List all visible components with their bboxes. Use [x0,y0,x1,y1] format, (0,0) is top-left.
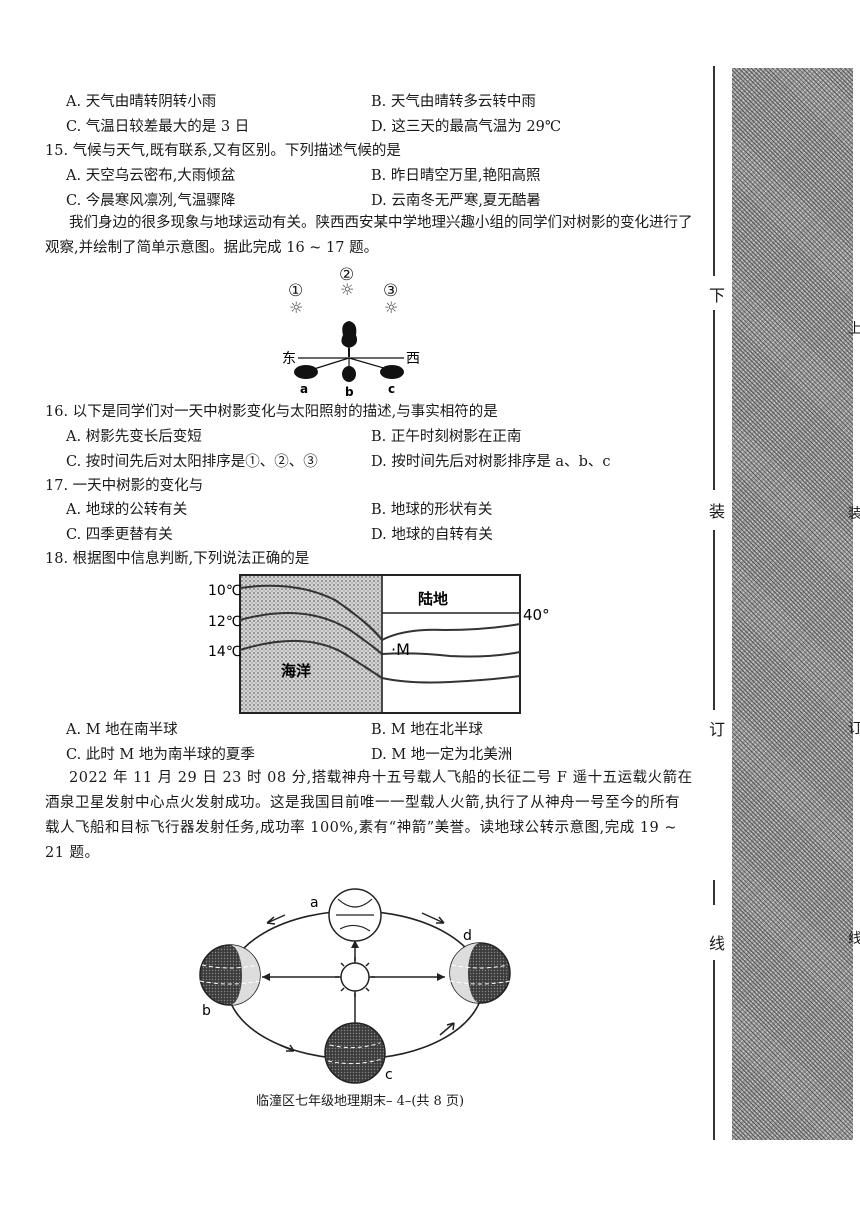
q17-option-b: B. 地球的形状有关 [371,502,493,518]
land-label: 陆地 [418,590,448,608]
sun-1-icon: ☼ [289,298,304,317]
shadow-c-label: c [388,382,395,396]
q18-option-b: B. M 地在北半球 [371,722,483,738]
q17-option-c: C. 四季更替有关 [66,527,173,543]
sun-1-label: ① [288,281,304,301]
page-footer: 临潼区七年级地理期末– 4–(共 8 页) [255,1094,465,1109]
scanned-binding-strip [732,68,853,1140]
temp-12-label: 12℃ [208,614,242,630]
position-b-label: b [202,1003,211,1019]
q14-option-b: B. 天气由晴转多云转中雨 [371,94,536,110]
binding-char-zhuang: 装 [709,502,726,521]
binding-line [713,66,715,276]
isotherm-14 [239,639,383,679]
q15-option-d: D. 云南冬无严寒,夏无酷暑 [371,193,541,209]
q16-option-d: D. 按时间先后对树影排序是 a、b、c [371,454,611,470]
binding-line [713,310,715,490]
shadow-b [342,366,356,382]
sun-2-label: ② [339,265,355,285]
edge-char-2: 装 [848,506,860,522]
point-m-label: ·M [391,640,410,659]
position-a-label: a [310,895,319,911]
q18-option-c: C. 此时 M 地为南半球的夏季 [66,747,255,763]
q14-option-d: D. 这三天的最高气温为 29℃ [371,119,562,135]
binding-char-xia: 下 [709,286,726,305]
orbit-arrow-icon [279,1044,295,1052]
q17-stem: 17. 一天中树影的变化与 [45,478,204,494]
edge-char-3: 订 [848,721,860,737]
latitude-label: 40° [523,606,550,624]
edge-char-1: 上 [848,321,860,337]
shadow-a [294,365,318,379]
q16-option-a: A. 树影先变长后变短 [66,429,202,445]
q14-option-a: A. 天气由晴转阴转小雨 [66,94,217,110]
q15-option-c: C. 今晨寒风凛冽,气温骤降 [66,193,236,209]
temp-10-label: 10℃ [208,583,242,599]
ocean-label: 海洋 [281,662,311,680]
q18-stem: 18. 根据图中信息判断,下列说法正确的是 [45,551,310,567]
q15-stem: 15. 气候与天气,既有联系,又有区别。下列描述气候的是 [45,143,401,159]
q15-option-a: A. 天空乌云密布,大雨倾盆 [66,168,236,184]
isotherm-figure: 10℃ 12℃ 14℃ 陆地 海洋 40° ·M [208,574,550,714]
q15-option-b: B. 昨日晴空万里,艳阳高照 [371,168,541,184]
binding-line [713,530,715,710]
isotherm-10 [239,584,383,641]
intro-16-17: 我们身边的很多现象与地球运动有关。陕西西安某中学地理兴趣小组的同学们对树影的变化… [45,215,693,256]
earth-c [324,1022,386,1084]
q14-option-c: C. 气温日较差最大的是 3 日 [66,119,250,135]
binding-char-xian: 线 [709,934,726,953]
q16-option-c: C. 按时间先后对太阳排序是①、②、③ [66,454,318,470]
position-d-label: d [463,928,472,944]
temp-14-label: 14℃ [208,644,242,660]
orbit-figure: a b c d [199,888,511,1084]
q16-stem: 16. 以下是同学们对一天中树影变化与太阳照射的描述,与事实相符的是 [45,404,498,420]
orbit-arrow-icon [421,912,445,924]
earth-b [199,944,261,1006]
land-area [382,575,520,713]
edge-char-4: 线 [848,931,860,947]
tree-shadow-figure: 东 西 a b c [282,321,420,399]
binding-char-ding: 订 [709,720,726,739]
orbit-arrow-icon [266,914,286,925]
q18-option-d: D. M 地一定为北美洲 [371,747,513,763]
earth-d [449,942,511,1004]
binding-line [713,880,715,905]
sun-icon [335,957,375,997]
q17-option-a: A. 地球的公转有关 [66,502,188,518]
shadow-b-label: b [345,385,354,399]
sun-3-label: ③ [383,281,399,301]
tree-icon [341,321,358,357]
east-label: 东 [282,351,296,367]
intro-19-21: 2022 年 11 月 29 日 23 时 08 分,搭载神舟十五号载人飞船的长… [45,770,693,861]
isotherm-12 [239,611,383,655]
earth-a [328,888,382,942]
sun-3-icon: ☼ [384,298,399,317]
q16-option-b: B. 正午时刻树影在正南 [371,429,522,445]
west-label: 西 [406,351,420,367]
q18-option-a: A. M 地在南半球 [66,722,178,738]
shadow-a-label: a [300,382,308,396]
position-c-label: c [385,1067,393,1083]
shadow-c [380,365,404,379]
q17-option-d: D. 地球的自转有关 [371,527,493,543]
binding-line [713,960,715,1140]
sun-2-icon: ☼ [340,280,355,299]
orbit-arrow-icon [439,1022,455,1036]
